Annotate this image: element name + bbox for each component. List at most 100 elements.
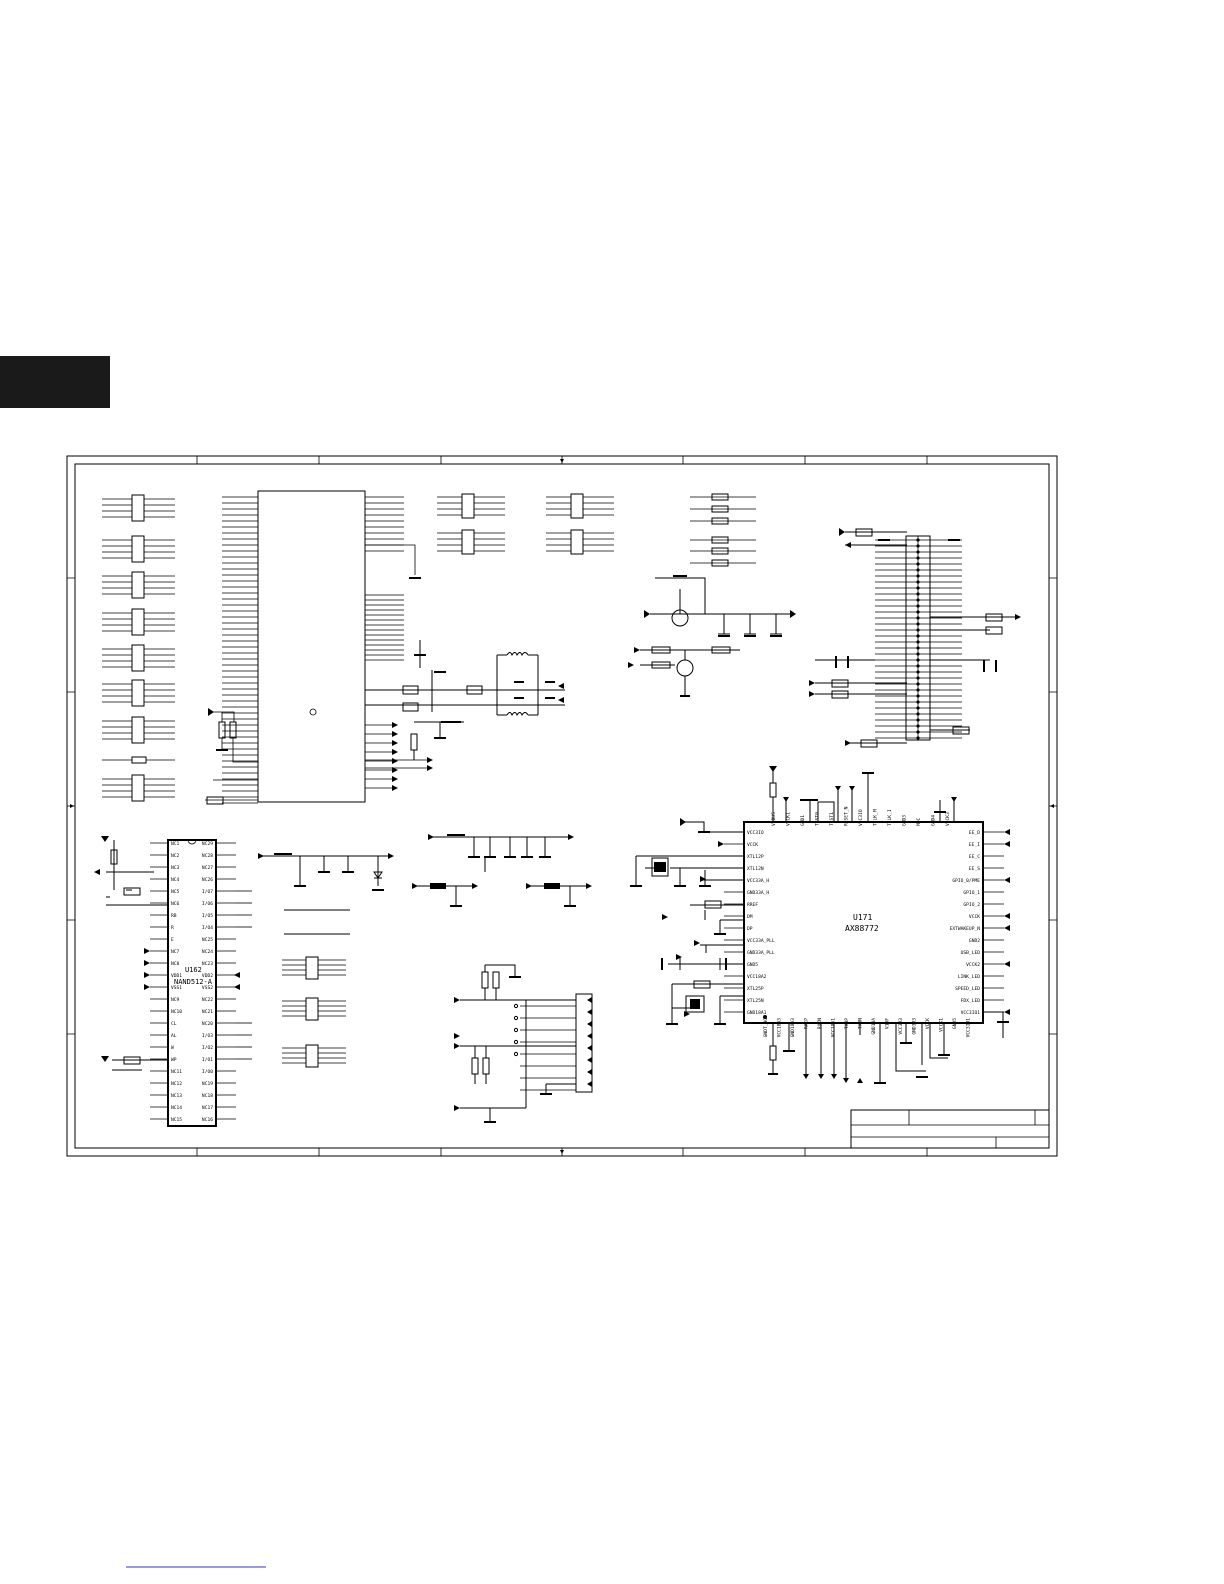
resistor-network-column: [102, 494, 175, 802]
u162-left-pin: AL: [171, 1033, 177, 1039]
u171-bottom-pin: VCC3IO1: [966, 1018, 972, 1038]
u171-top-pin: TCLK_M: [873, 809, 879, 826]
u162-right-pin: NC23: [202, 961, 213, 967]
u171-right-pin: FDX_LED: [961, 998, 981, 1004]
u162-left-pin: VSS1: [171, 985, 182, 991]
u171-right-pin: VCC3IO1: [961, 1010, 981, 1016]
u162-left-pin: NC11: [171, 1069, 182, 1075]
u171-ref: U171: [853, 913, 872, 922]
u162-right-pin: I/O3: [202, 1033, 213, 1039]
u162-ref: U162: [185, 966, 202, 974]
u162-left-pin: NC15: [171, 1117, 182, 1123]
u162-left-pin: NC12: [171, 1081, 182, 1087]
u171-left-pin: VCC33A_H: [747, 878, 769, 884]
u162-right-pin: NC18: [202, 1093, 213, 1099]
usb-connector-circuit: [454, 964, 593, 1123]
u162-left-pin: R: [171, 925, 174, 931]
u171-right-pin: GND2: [969, 938, 980, 944]
u162-right-pin: NC29: [202, 841, 213, 847]
u162-left-pin: RB: [171, 913, 177, 919]
u162-right-pin: NC27: [202, 865, 213, 871]
u171-part: AX88772: [845, 924, 879, 933]
u162-right-pin: I/O2: [202, 1045, 213, 1051]
nand-flash-u162: NC1NC2NC3NC4NC5NC6RBRENC7NC8VDD1VSS1NC9N…: [94, 836, 252, 1127]
u171-bottom-pin: GND18A3: [790, 1018, 796, 1038]
u162-left-pin: NC8: [171, 961, 180, 967]
u171-top-pin: TEST1: [829, 812, 835, 826]
u162-right-pin: I/O1: [202, 1057, 213, 1063]
u171-left-pin: XTL12P: [747, 854, 764, 860]
u171-bottom-pin: GNDT_BG: [763, 1018, 769, 1038]
u171-bottom-pin: GND5: [952, 1018, 958, 1029]
u162-left-pin: NC10: [171, 1009, 182, 1015]
u171-top-pin: VCC3IO: [858, 809, 864, 826]
regulator-transistor-circuit: [628, 575, 796, 697]
u171-bottom-pin: GND18A: [871, 1018, 877, 1035]
u162-left-pin: NC7: [171, 949, 180, 955]
u171-left-pin: VCC18A2: [747, 974, 767, 980]
resistor-stack: [690, 493, 756, 567]
u162-right-pin: NC20: [202, 1021, 213, 1027]
u162-left-pin: VDD1: [171, 973, 182, 979]
u162-right-pin: NC26: [202, 877, 213, 883]
logic-buffer-blocks: [282, 956, 346, 1068]
u171-left-pin: VCCK: [747, 842, 758, 848]
u171-top-pin: VCCK1: [786, 812, 792, 826]
u162-right-pin: NC17: [202, 1105, 213, 1111]
u162-left-pin: WP: [171, 1057, 177, 1063]
u171-right-pin: EE_D: [969, 830, 980, 836]
u162-right-pin: I/O5: [202, 913, 213, 919]
u171-left-pin: GND18A1: [747, 1010, 767, 1016]
u171-left-pin: RREF: [747, 902, 758, 908]
u162-left-pin: W: [171, 1045, 174, 1051]
u162-right-pin: VSS2: [202, 985, 213, 991]
u171-right-pin: GPIO_2: [963, 902, 980, 908]
page-side-tab: [0, 356, 110, 408]
resistor-network-top: [437, 493, 614, 555]
u162-right-pin: NC28: [202, 853, 213, 859]
u162-left-pin: CL: [171, 1021, 177, 1027]
u171-bottom-pin: VCCK1: [939, 1018, 945, 1032]
u171-right-pin: VCCK: [969, 914, 980, 920]
ethernet-controller-u171: VCC3IOVCCKXTL12PXTL12NVCC33A_HGND33A_HRR…: [630, 766, 1010, 1084]
main-connector: [205, 490, 433, 805]
u162-part: NAND512-A: [174, 978, 213, 986]
u162-left-pin: E: [171, 937, 174, 943]
u171-left-pin: DP: [747, 926, 753, 932]
u162-right-pin: I/O0: [202, 1069, 213, 1075]
u171-bottom-pin: VCC18A3: [777, 1018, 783, 1038]
u171-right-pin: EE_C: [969, 854, 980, 860]
u162-right-pin: NC16: [202, 1117, 213, 1123]
u162-left-pin: NC13: [171, 1093, 182, 1099]
u171-top-pin: RESET_N: [844, 806, 850, 826]
u162-right-pin: NC24: [202, 949, 213, 955]
u162-right-pin: I/O7: [202, 889, 213, 895]
u162-left-pin: NC9: [171, 997, 180, 1003]
u162-right-pin: VDD2: [202, 973, 213, 979]
u162-left-pin: NC5: [171, 889, 180, 895]
u162-left-pin: NC14: [171, 1105, 182, 1111]
power-filter-mid: [258, 834, 592, 935]
u171-right-pin: LINK_LED: [958, 974, 980, 980]
u171-top-pin: VCCK3: [945, 812, 951, 826]
u171-right-pin: EXTWAKEUP_N: [950, 926, 981, 932]
u162-right-pin: NC25: [202, 937, 213, 943]
u171-right-pin: GPIO_1: [963, 890, 980, 896]
u171-bottom-pin: V18F: [885, 1018, 891, 1029]
u171-left-pin: GND33A_H: [747, 890, 769, 896]
u162-left-pin: NC2: [171, 853, 180, 859]
u171-left-pin: GND33A_PLL: [747, 950, 775, 956]
u171-right-pin: EE_I: [969, 842, 980, 848]
u162-left-pin: NC3: [171, 865, 180, 871]
u171-left-pin: DM: [747, 914, 753, 920]
u171-top-pin: GND4: [931, 815, 937, 826]
u171-top-pin: MDC: [916, 817, 922, 826]
u171-left-pin: XTL25P: [747, 986, 764, 992]
u162-left-pin: NC6: [171, 901, 180, 907]
u171-right-pin: SPEED_LED: [955, 986, 980, 992]
u171-bottom-pin: GND3R3: [912, 1018, 918, 1035]
u162-right-pin: NC19: [202, 1081, 213, 1087]
u171-left-pin: XTL25N: [747, 998, 764, 1004]
u171-left-pin: VCC33A_PLL: [747, 938, 775, 944]
